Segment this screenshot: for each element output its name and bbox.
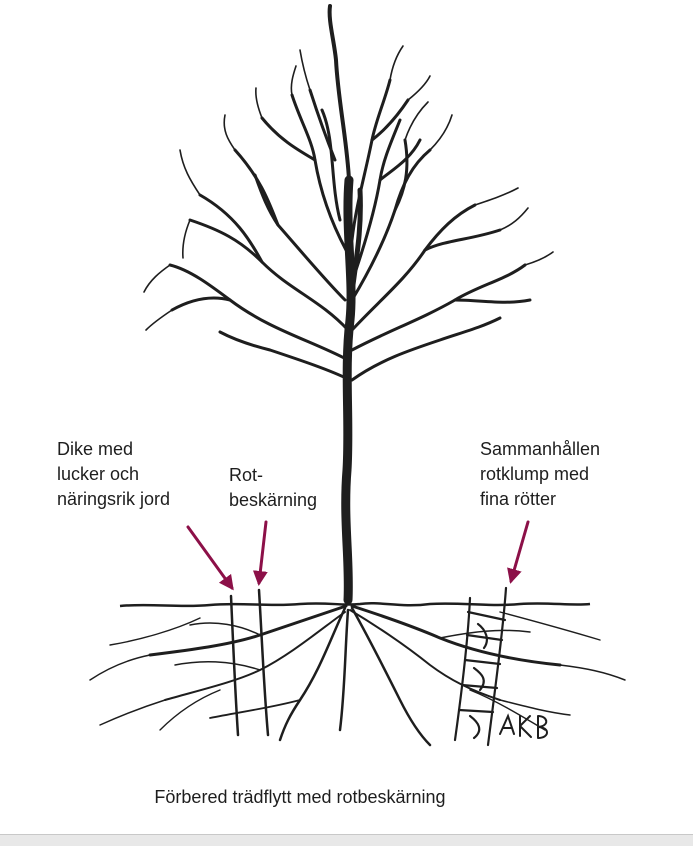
label-root-pruning: Rot- beskärning xyxy=(229,465,318,510)
tree-trunk xyxy=(327,4,363,605)
label-root-ball: Sammanhållen rotklump med fina rötter xyxy=(480,439,601,509)
arrow-ditch xyxy=(186,525,234,591)
artist-signature xyxy=(499,713,548,739)
figure-caption: Förbered trädflytt med rotbeskärning xyxy=(154,787,446,807)
pruning-cut-lines xyxy=(229,588,270,737)
arrow-root-pruning xyxy=(252,520,268,586)
ground-line xyxy=(119,602,591,608)
window-bottom-bar xyxy=(0,834,693,846)
tree-roots xyxy=(89,604,626,747)
tree-branches xyxy=(168,78,532,382)
tree-twigs xyxy=(143,45,554,331)
label-ditch: Dike med lucker och näringsrik jord xyxy=(57,439,171,509)
arrow-root-ball xyxy=(507,520,530,584)
root-ball-cut xyxy=(453,586,508,747)
annotation-arrows xyxy=(186,520,530,591)
